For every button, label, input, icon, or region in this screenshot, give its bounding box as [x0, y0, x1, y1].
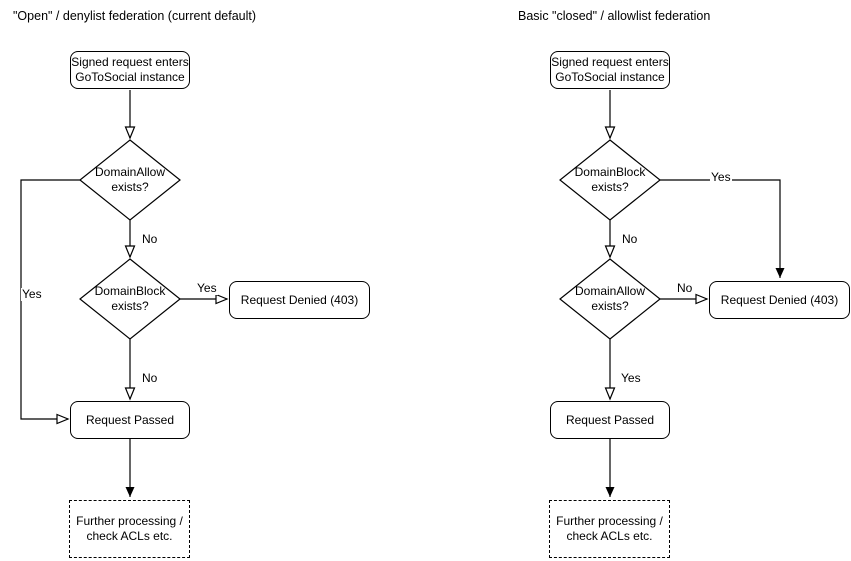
right-decision2-no-label: No — [676, 281, 694, 295]
left-decision1-diamond — [79, 139, 181, 221]
left-decision2-no-label: No — [141, 371, 159, 385]
left-further-node: Further processing / check ACLs etc. — [69, 500, 190, 558]
left-denied-node: Request Denied (403) — [229, 281, 370, 319]
right-further-text-line2: check ACLs etc. — [566, 529, 653, 543]
left-flow-title: "Open" / denylist federation (current de… — [13, 9, 257, 23]
left-decision1-yes-label: Yes — [21, 287, 43, 301]
right-decision1-no-label: No — [621, 232, 639, 246]
right-decision1-diamond — [559, 139, 661, 221]
left-further-text-line1: Further processing / — [76, 514, 183, 528]
right-decision2-diamond — [559, 258, 661, 340]
right-decision2-yes-label: Yes — [620, 371, 642, 385]
right-start-node: Signed request enters GoToSocial instanc… — [550, 51, 670, 89]
left-decision1-no-label: No — [141, 232, 159, 246]
left-start-text-line1: Signed request enters — [71, 55, 189, 69]
right-denied-node: Request Denied (403) — [709, 281, 850, 319]
right-further-node: Further processing / check ACLs etc. — [549, 500, 670, 558]
left-passed-node: Request Passed — [70, 401, 190, 439]
left-decision2-yes-label: Yes — [196, 281, 218, 295]
right-decision1-yes-label: Yes — [710, 170, 732, 184]
left-start-text-line2: GoToSocial instance — [75, 70, 185, 84]
edge-right-decision1-yes-to-denied — [660, 179, 785, 278]
left-further-text-line2: check ACLs etc. — [86, 529, 173, 543]
right-passed-node: Request Passed — [550, 401, 670, 439]
left-start-node: Signed request enters GoToSocial instanc… — [70, 51, 190, 89]
right-start-text-line1: Signed request enters — [551, 55, 669, 69]
right-flow-title: Basic "closed" / allowlist federation — [518, 9, 711, 23]
right-further-text-line1: Further processing / — [556, 514, 663, 528]
left-decision2-diamond — [79, 258, 181, 340]
right-start-text-line2: GoToSocial instance — [555, 70, 665, 84]
